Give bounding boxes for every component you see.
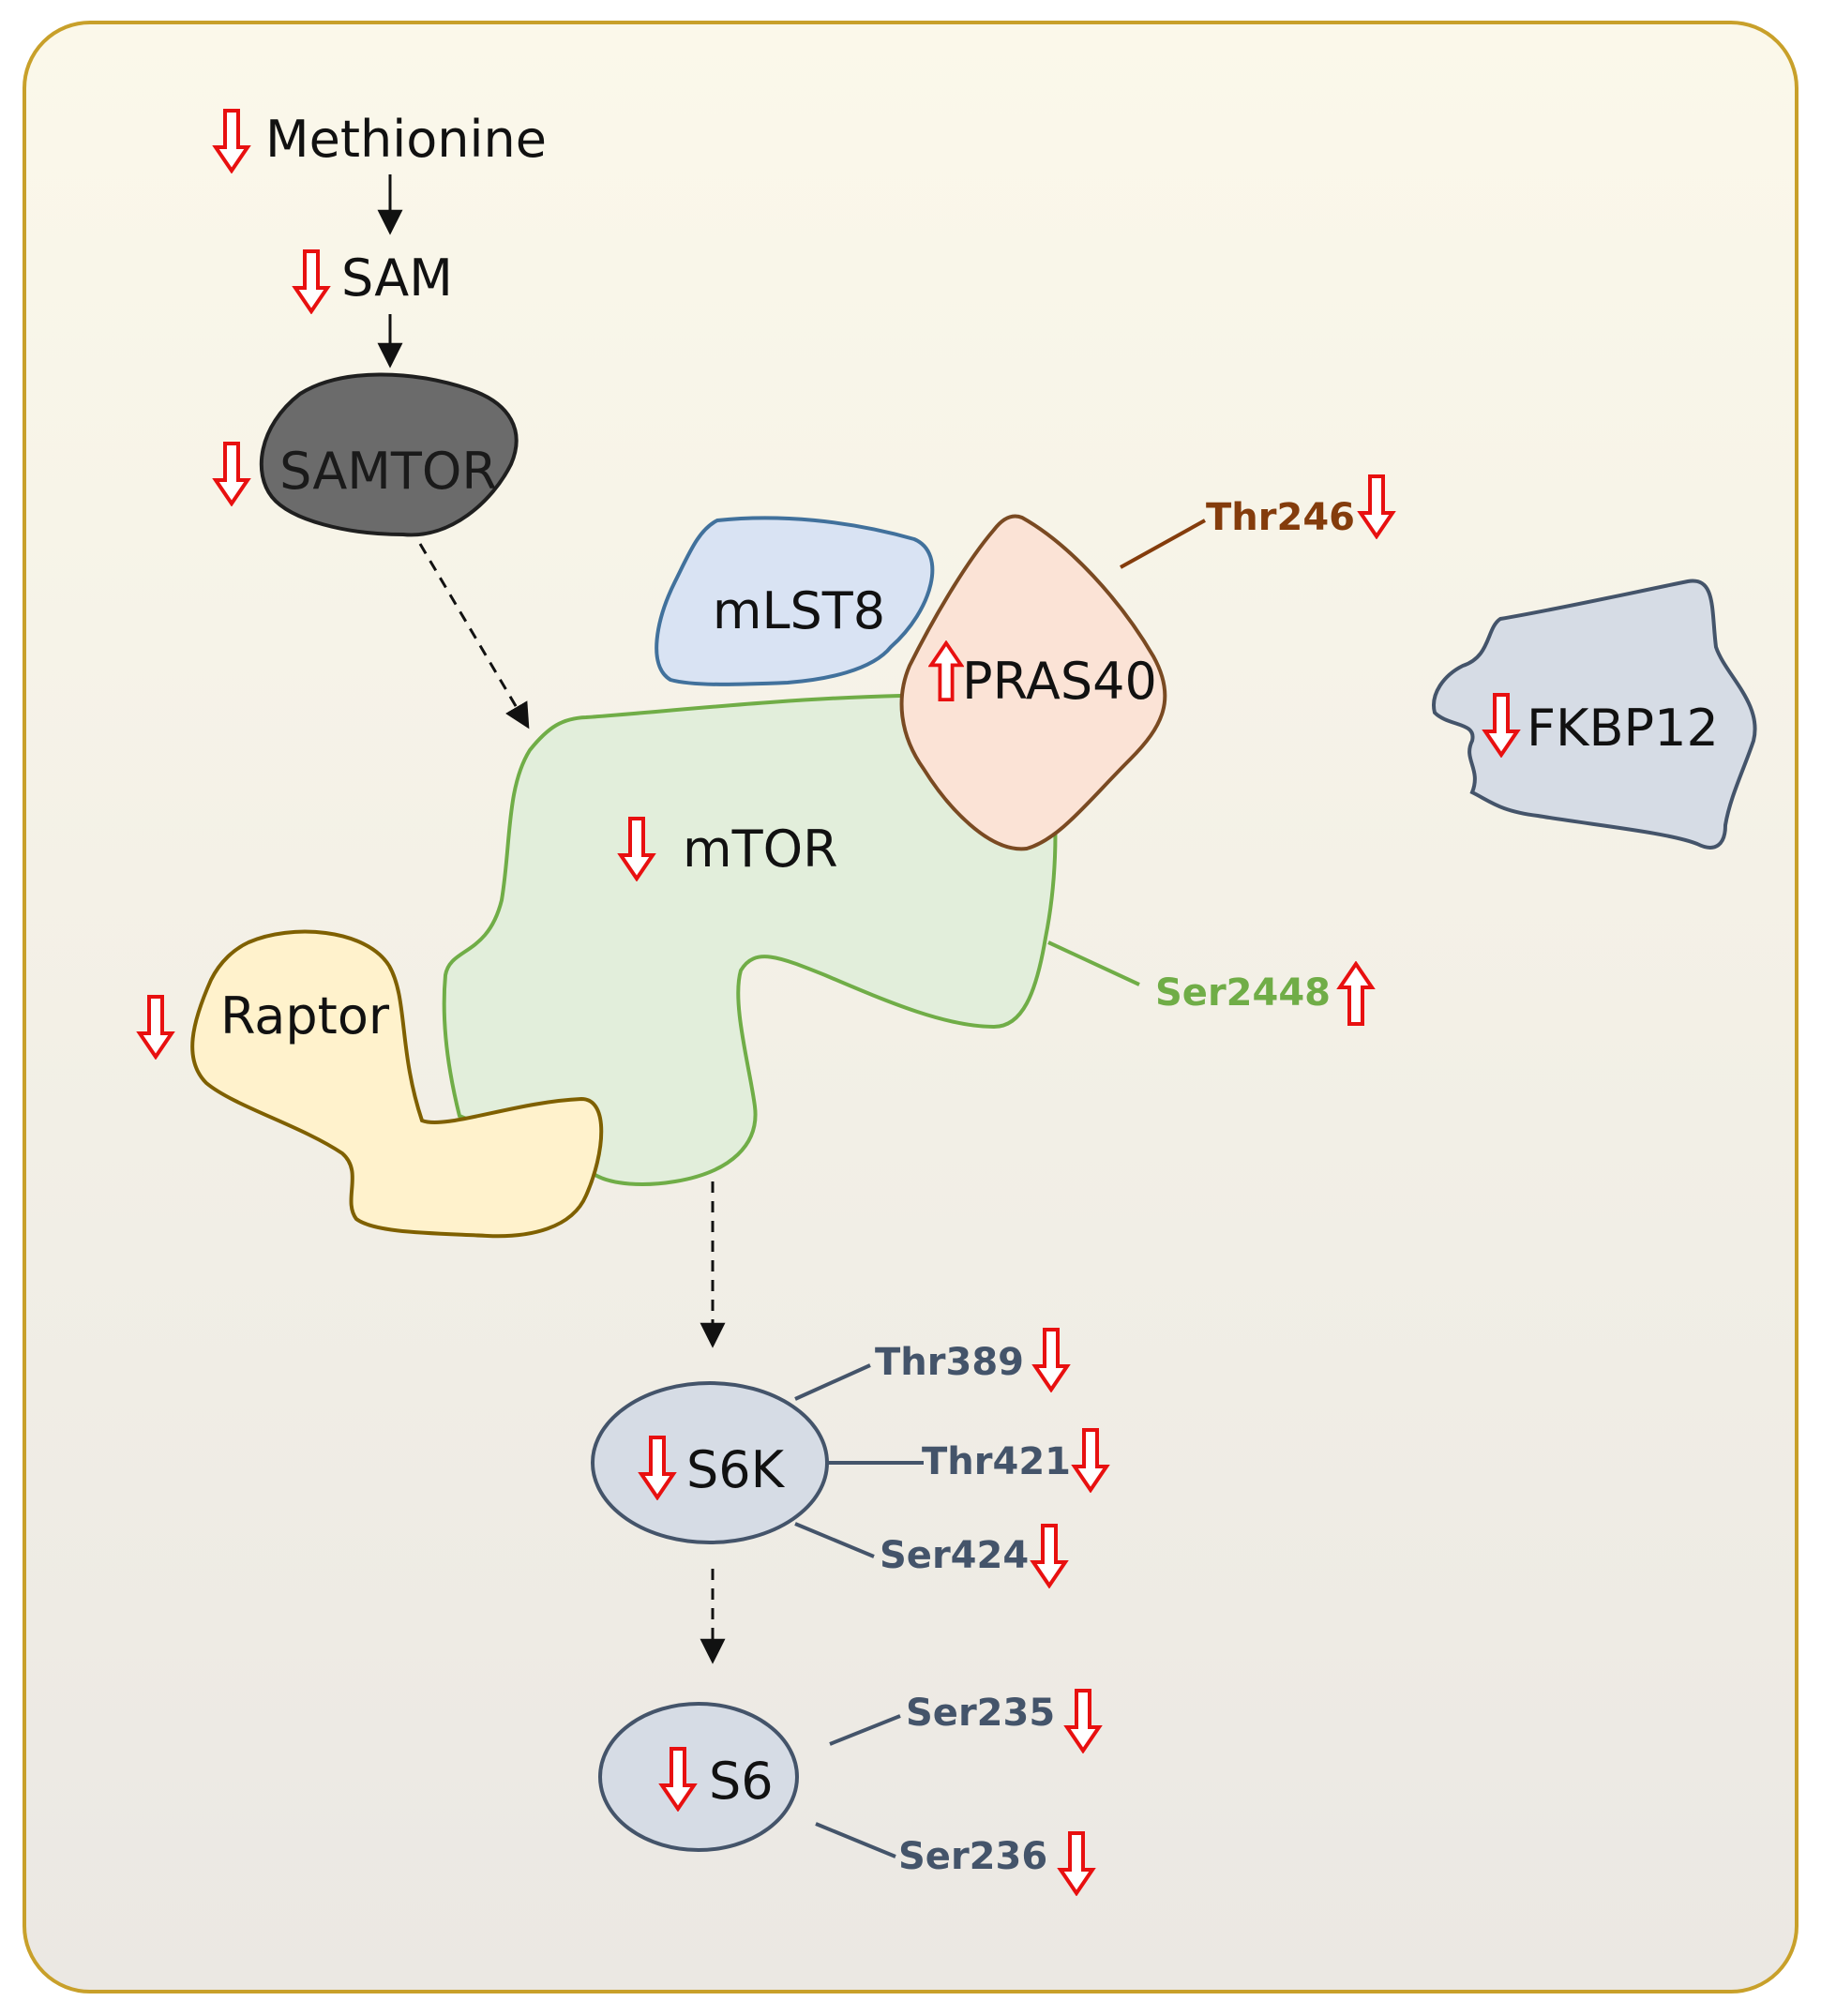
ser424-label: Ser424 (880, 1534, 1029, 1577)
samtor-label: SAMTOR (279, 442, 497, 501)
raptor-label: Raptor (220, 986, 390, 1046)
ser236-label: Ser236 (898, 1835, 1047, 1878)
ser424-connector (794, 1522, 875, 1558)
ser2448-connector (1047, 940, 1140, 986)
ser235-connector (829, 1714, 901, 1746)
ser236-connector (815, 1822, 896, 1858)
pras40-label: PRAS40 (962, 652, 1157, 711)
ser235-label: Ser235 (906, 1692, 1055, 1735)
thr246-connector (1120, 519, 1206, 569)
samtor-to-mtor-dashed-arrow (418, 543, 530, 730)
pras40-shape (899, 514, 1167, 851)
s6-shape (598, 1702, 799, 1852)
mlst8-label: mLST8 (713, 581, 885, 640)
s6k-label: S6K (686, 1440, 786, 1499)
thr421-label: Thr421 (922, 1440, 1071, 1483)
samtor-shape (259, 372, 519, 537)
raptor-shape (190, 929, 604, 1239)
fkbp12-label: FKBP12 (1527, 699, 1719, 758)
mtor-label: mTOR (683, 820, 838, 879)
sam-label: SAM (341, 248, 453, 308)
thr389-label: Thr389 (875, 1341, 1024, 1384)
fkbp12-shape (1432, 579, 1757, 850)
s6-label: S6 (709, 1752, 774, 1811)
methionine-label: Methionine (265, 110, 547, 169)
thr246-label: Thr246 (1206, 496, 1355, 539)
mlst8-shape (655, 516, 935, 686)
thr389-connector (794, 1363, 871, 1401)
ser2448-label: Ser2448 (1155, 971, 1331, 1015)
